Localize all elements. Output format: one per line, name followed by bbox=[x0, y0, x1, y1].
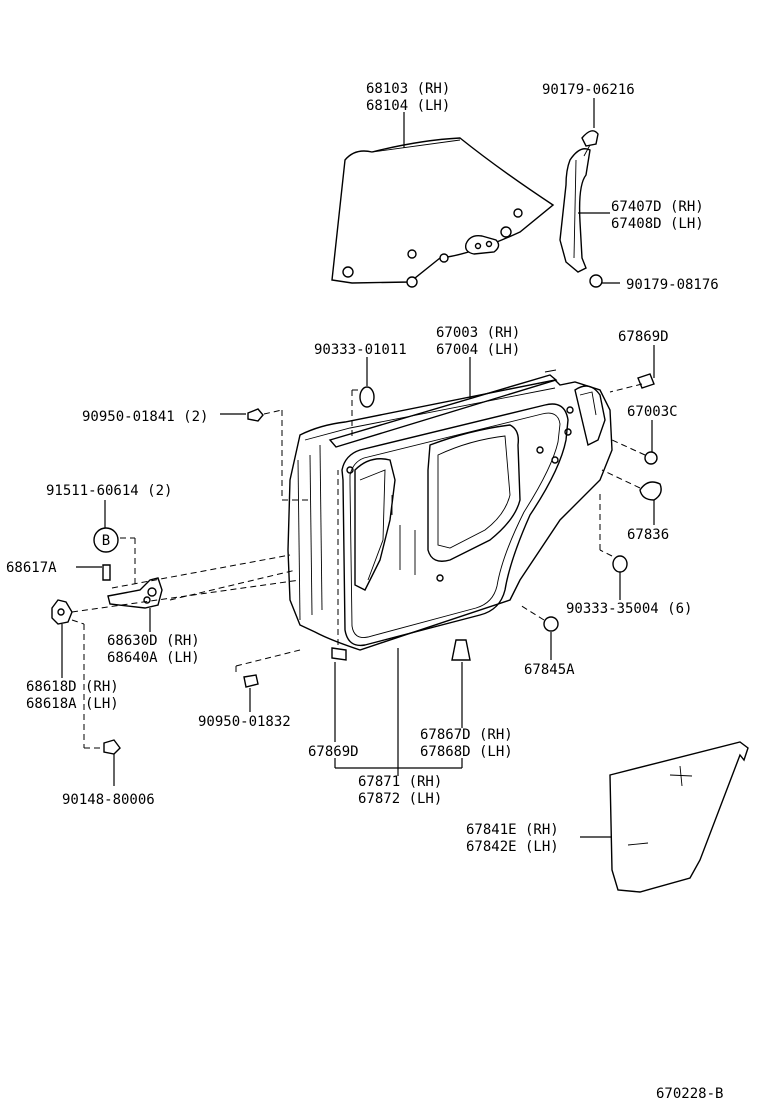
label-weatherstrip-rh: 67871 (RH) bbox=[358, 774, 442, 790]
label-hinge-lh: 68618A (LH) bbox=[26, 696, 119, 712]
label-pin-68617a: 68617A bbox=[6, 560, 57, 576]
leader-lines bbox=[61, 98, 655, 838]
part-labels: 68103 (RH) 68104 (LH) 90179-06216 67407D… bbox=[6, 81, 723, 1102]
label-cushion-67869d-bottom: 67869D bbox=[308, 744, 359, 760]
label-bolt-08176: 90179-08176 bbox=[626, 277, 719, 293]
label-hole-cover-67836: 67836 bbox=[627, 527, 669, 543]
label-panel-lh: 67004 (LH) bbox=[436, 342, 520, 358]
label-cover-rh: 67841E (RH) bbox=[466, 822, 559, 838]
door-panel bbox=[287, 369, 613, 651]
label-channel-lh: 67408D (LH) bbox=[611, 216, 704, 232]
door-glass bbox=[331, 137, 555, 288]
label-weatherstrip-lh: 67872 (LH) bbox=[358, 791, 442, 807]
callout-b: B bbox=[93, 527, 119, 553]
label-bolt-06216: 90179-06216 bbox=[542, 82, 635, 98]
label-screw-60614: 91511-60614 (2) bbox=[46, 483, 172, 499]
label-plug-01011: 90333-01011 bbox=[314, 342, 407, 358]
label-plug-01832: 90950-01832 bbox=[198, 714, 291, 730]
label-bolt-01841: 90950-01841 (2) bbox=[82, 409, 208, 425]
label-channel-rh: 67407D (RH) bbox=[611, 199, 704, 215]
callout-b-label: B bbox=[102, 533, 110, 549]
label-cushion-67869d-top: 67869D bbox=[618, 329, 669, 345]
door-check bbox=[102, 564, 163, 609]
label-panel-rh: 67003 (RH) bbox=[436, 325, 520, 341]
door-service-hole-cover bbox=[609, 741, 749, 893]
door-weatherstrip bbox=[341, 403, 569, 647]
diagram-code: 670228-B bbox=[656, 1086, 723, 1102]
glass-run-channel bbox=[559, 130, 603, 288]
label-clip-67845a: 67845A bbox=[524, 662, 575, 678]
label-bolt-80006: 90148-80006 bbox=[62, 792, 155, 808]
label-hinge-rh: 68618D (RH) bbox=[26, 679, 119, 695]
door-hinge bbox=[51, 599, 73, 625]
label-cover-lh: 67842E (LH) bbox=[466, 839, 559, 855]
label-clip-67868d-lh: 67868D (LH) bbox=[420, 744, 513, 760]
label-cushion-67003c: 67003C bbox=[627, 404, 678, 420]
label-clip-67867d-rh: 67867D (RH) bbox=[420, 727, 513, 743]
small-fasteners bbox=[103, 373, 662, 755]
label-plug-35004: 90333-35004 (6) bbox=[566, 601, 692, 617]
label-check-lh: 68640A (LH) bbox=[107, 650, 200, 666]
label-glass-lh: 68104 (LH) bbox=[366, 98, 450, 114]
label-glass-rh: 68103 (RH) bbox=[366, 81, 450, 97]
label-check-rh: 68630D (RH) bbox=[107, 633, 200, 649]
